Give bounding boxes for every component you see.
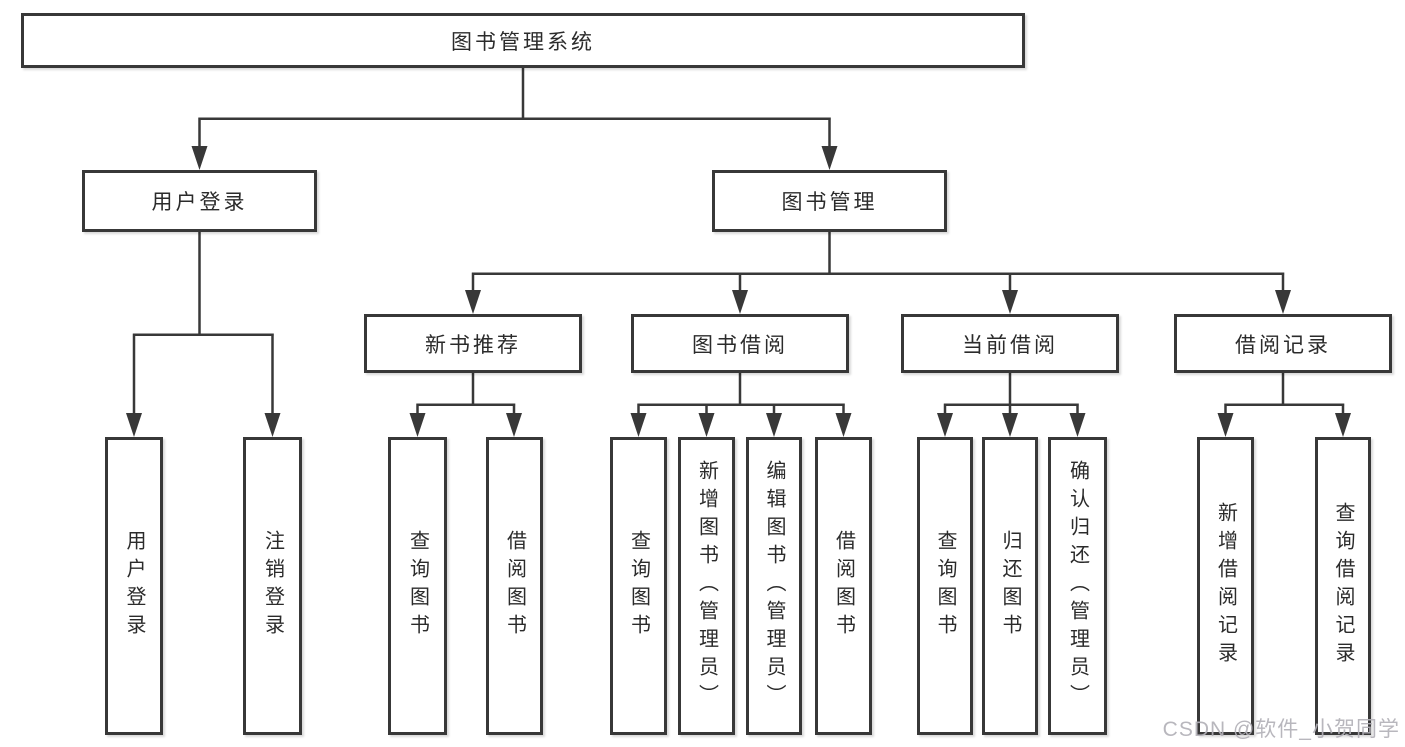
connector-user-login-to-children — [132, 232, 274, 416]
node-leaf-br-add-record: 新增借阅记录 — [1197, 437, 1254, 735]
node-leaf-bb-query-books: 查询图书 — [610, 437, 667, 735]
arrow-down-icon — [1335, 413, 1351, 437]
arrow-down-icon — [126, 413, 142, 437]
node-leaf-cb-query-books-label: 查询图书 — [934, 530, 956, 642]
arrow-down-icon — [409, 413, 426, 437]
node-book-borrowing-label: 图书借阅 — [692, 333, 788, 357]
arrow-down-icon — [465, 290, 481, 314]
node-leaf-logout-label: 注销登录 — [261, 530, 284, 642]
node-leaf-bb-query-books-label: 查询图书 — [627, 530, 650, 642]
node-leaf-bb-add-books: 新增图书（管理员） — [678, 437, 735, 735]
connector-current-borrowing-to-children — [943, 373, 1079, 416]
arrow-down-icon — [264, 413, 281, 437]
connector-book-borrowing-to-children — [637, 373, 845, 416]
arrow-down-icon — [630, 413, 647, 437]
node-leaf-logout: 注销登录 — [243, 437, 302, 735]
node-new-book-recommend: 新书推荐 — [364, 314, 582, 373]
node-current-borrowing-label: 当前借阅 — [962, 333, 1058, 357]
node-leaf-cb-return-books-label: 归还图书 — [999, 530, 1021, 642]
arrow-down-icon — [506, 413, 522, 437]
node-leaf-nbr-borrow-books-label: 借阅图书 — [503, 530, 526, 642]
connector-borrowing-records-to-children — [1224, 373, 1345, 416]
node-leaf-bb-edit-books: 编辑图书（管理员） — [746, 437, 802, 735]
node-current-borrowing: 当前借阅 — [901, 314, 1119, 373]
arrow-down-icon — [1002, 413, 1018, 437]
arrow-down-icon — [835, 413, 852, 437]
arrow-down-icon — [191, 146, 208, 170]
csdn-watermark: CSDN @软件_小贺同学 — [1162, 718, 1400, 741]
node-book-management-label: 图书管理 — [781, 191, 878, 214]
connector-root-to-level2 — [198, 68, 831, 150]
node-leaf-nbr-borrow-books: 借阅图书 — [486, 437, 543, 735]
node-leaf-bb-add-books-label: 新增图书（管理员） — [695, 460, 718, 712]
arrow-down-icon — [732, 290, 748, 314]
node-leaf-cb-confirm-return-label: 确认归还（管理员） — [1066, 460, 1089, 712]
node-leaf-bb-edit-books-label: 编辑图书（管理员） — [763, 460, 785, 712]
node-leaf-nbr-query-books-label: 查询图书 — [406, 530, 429, 642]
arrow-down-icon — [937, 413, 953, 437]
node-leaf-br-add-record-label: 新增借阅记录 — [1214, 502, 1237, 670]
node-borrowing-records-label: 借阅记录 — [1235, 333, 1331, 357]
node-leaf-br-query-record: 查询借阅记录 — [1315, 437, 1371, 735]
arrow-down-icon — [1002, 290, 1018, 314]
node-leaf-nbr-query-books: 查询图书 — [388, 437, 447, 735]
node-leaf-login-label: 用户登录 — [123, 530, 145, 642]
node-root-label: 图书管理系统 — [451, 30, 595, 54]
node-leaf-cb-confirm-return: 确认归还（管理员） — [1048, 437, 1107, 735]
node-new-book-recommend-label: 新书推荐 — [425, 333, 521, 357]
arrow-down-icon — [1275, 290, 1291, 314]
connector-book-management-to-level3 — [471, 232, 1285, 293]
node-leaf-bb-borrow-books-label: 借阅图书 — [832, 530, 855, 642]
node-leaf-login: 用户登录 — [105, 437, 163, 735]
node-user-login-label: 用户登录 — [151, 191, 248, 214]
arrow-down-icon — [1217, 413, 1234, 437]
node-leaf-cb-query-books: 查询图书 — [917, 437, 973, 735]
connector-new-book-recommend-to-children — [416, 373, 516, 416]
node-leaf-bb-borrow-books: 借阅图书 — [815, 437, 872, 735]
node-root: 图书管理系统 — [21, 13, 1025, 68]
node-leaf-cb-return-books: 归还图书 — [982, 437, 1038, 735]
node-borrowing-records: 借阅记录 — [1174, 314, 1392, 373]
arrow-down-icon — [821, 146, 838, 170]
node-user-login: 用户登录 — [82, 170, 317, 232]
node-leaf-br-query-record-label: 查询借阅记录 — [1332, 502, 1354, 670]
node-book-borrowing: 图书借阅 — [631, 314, 849, 373]
node-book-management: 图书管理 — [712, 170, 947, 232]
arrow-down-icon — [698, 413, 715, 437]
arrow-down-icon — [1069, 413, 1086, 437]
arrow-down-icon — [766, 413, 782, 437]
